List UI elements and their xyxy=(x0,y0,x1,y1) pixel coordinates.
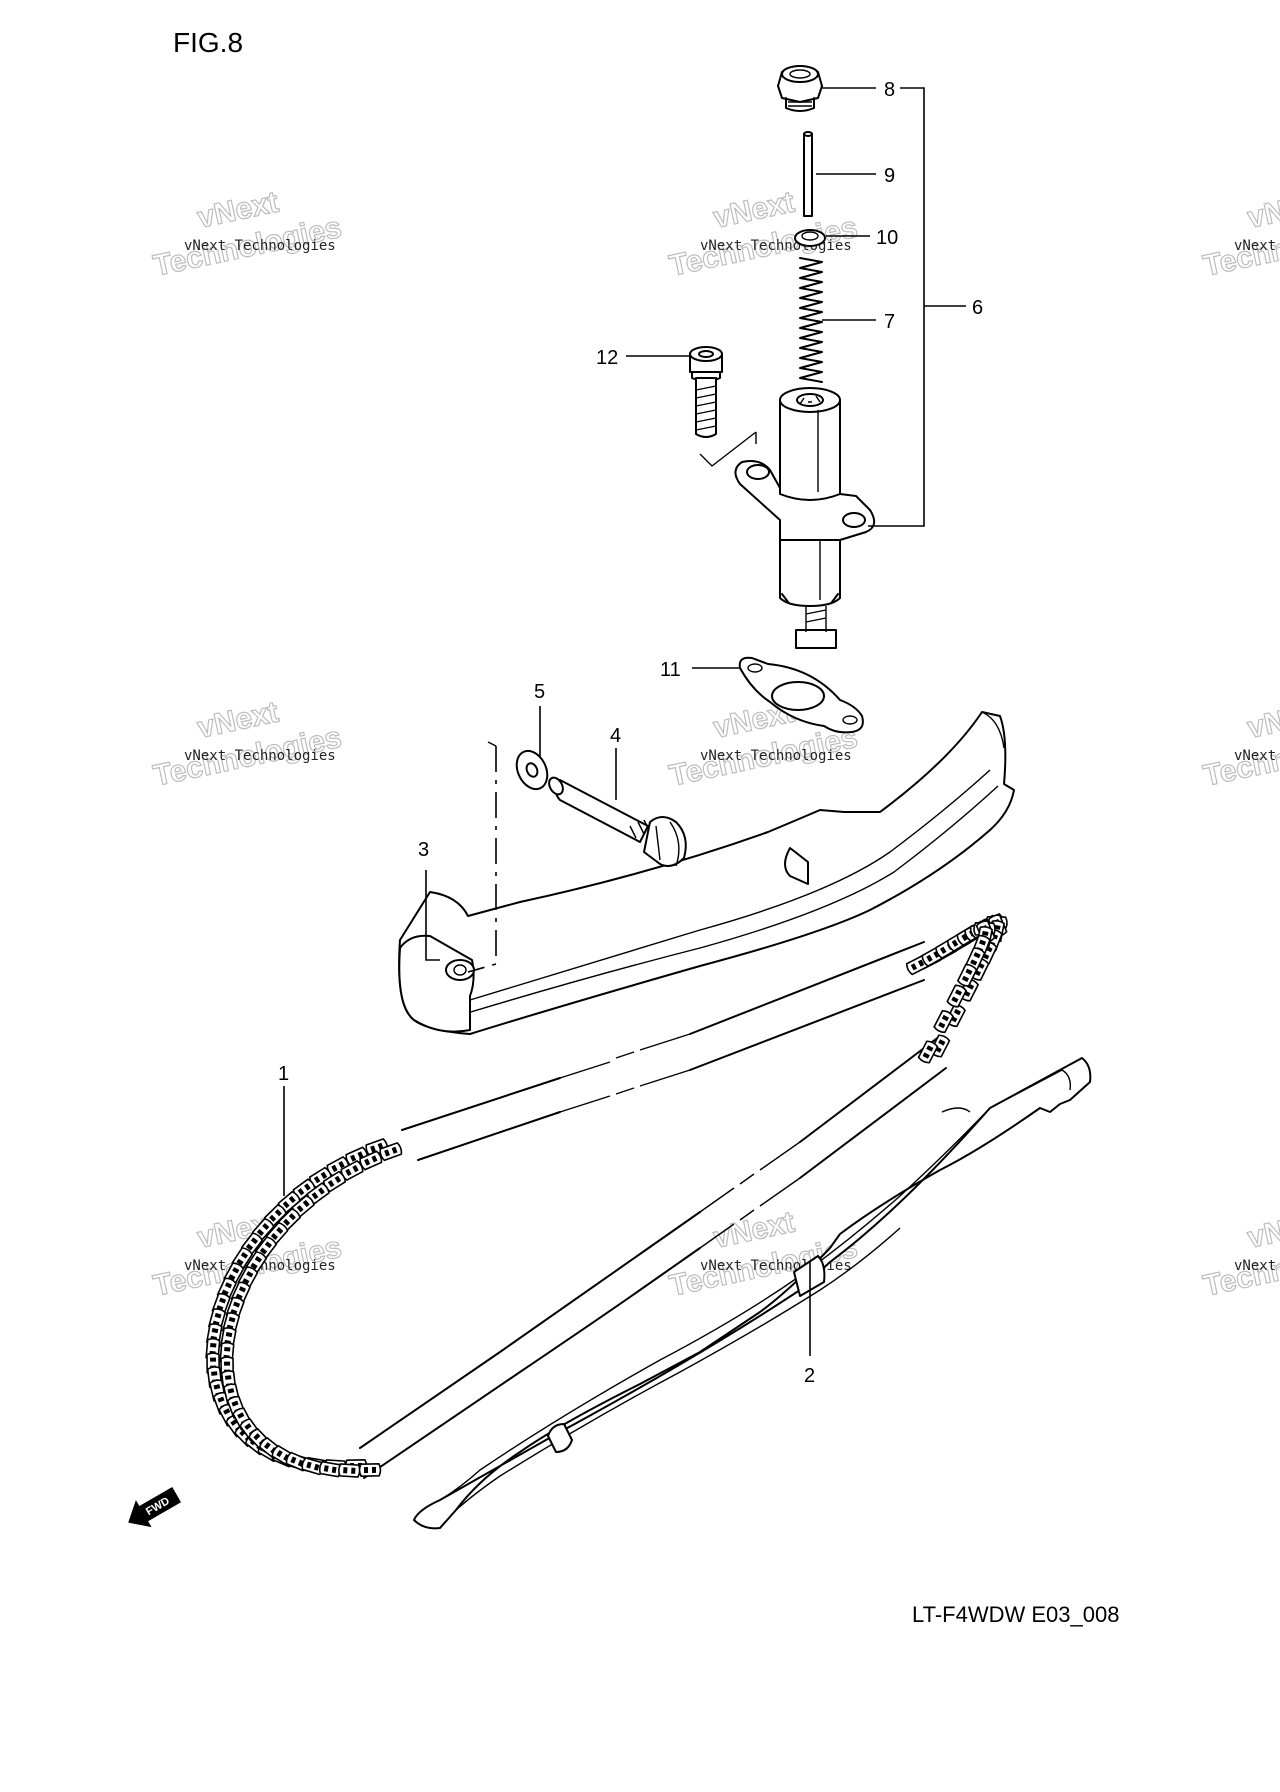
tensioner-body xyxy=(699,387,876,649)
chain-link xyxy=(338,1463,361,1478)
figure-reference: LT-F4WDW E03_008 xyxy=(912,1602,1119,1627)
callouts: 8 9 10 7 6 12 11 5 4 3 1 2 xyxy=(278,79,983,1387)
cam-chain xyxy=(205,913,1008,1479)
watermark-company: vNext Technologies xyxy=(1234,1258,1280,1274)
guide-mount-line xyxy=(467,746,497,973)
watermark-company: vNext Technologies xyxy=(1234,748,1280,764)
watermark-company: vNext Technologies xyxy=(184,238,336,254)
watermark-company: vNext Technologies xyxy=(700,238,852,254)
watermark-line1: vNext xyxy=(1245,696,1280,745)
pivot-washer xyxy=(515,749,549,791)
chain-link xyxy=(946,984,968,1008)
callout-2: 2 xyxy=(804,1365,815,1387)
chain-link xyxy=(359,1150,383,1171)
watermark-company: vNext Technologies xyxy=(1234,238,1280,254)
callout-7: 7 xyxy=(884,311,895,333)
chain-link xyxy=(917,1040,939,1064)
chain-guide xyxy=(413,1057,1092,1530)
leader-lines xyxy=(283,87,966,1356)
chain-link xyxy=(933,1010,954,1034)
watermark-company: vNext Technologies xyxy=(700,748,852,764)
tensioner-guide xyxy=(398,711,1015,1035)
callout-6: 6 xyxy=(972,297,983,319)
chain-link xyxy=(956,963,978,987)
callout-12: 12 xyxy=(596,347,618,369)
tensioner-gasket xyxy=(738,656,864,734)
callout-1: 1 xyxy=(278,1063,289,1085)
callout-10: 10 xyxy=(876,227,898,249)
callout-3: 3 xyxy=(418,839,429,861)
chain-link xyxy=(379,1141,403,1162)
fwd-arrow-icon: FWD xyxy=(128,1487,182,1528)
watermark-company: vNext Technologies xyxy=(184,748,336,764)
chain-link xyxy=(358,1462,382,1478)
callout-8: 8 xyxy=(884,79,895,101)
guide-mount-tick xyxy=(487,741,497,747)
figure-title: FIG.8 xyxy=(173,27,243,58)
callout-5: 5 xyxy=(534,681,545,703)
tensioner-pushrod xyxy=(803,131,813,217)
tensioner-spring xyxy=(799,257,823,383)
callout-4: 4 xyxy=(610,725,621,747)
callout-9: 9 xyxy=(884,165,895,187)
chain-link xyxy=(292,1178,316,1201)
tensioner-cap-bolt xyxy=(777,65,823,112)
pivot-bolt xyxy=(548,776,687,867)
chain-link xyxy=(345,1146,369,1167)
callout-11: 11 xyxy=(660,659,681,681)
watermark-line1: vNext xyxy=(1245,1206,1280,1255)
watermark-line1: vNext xyxy=(1245,186,1280,235)
tensioner-washer xyxy=(794,229,826,247)
tensioner-bolt xyxy=(689,346,723,438)
